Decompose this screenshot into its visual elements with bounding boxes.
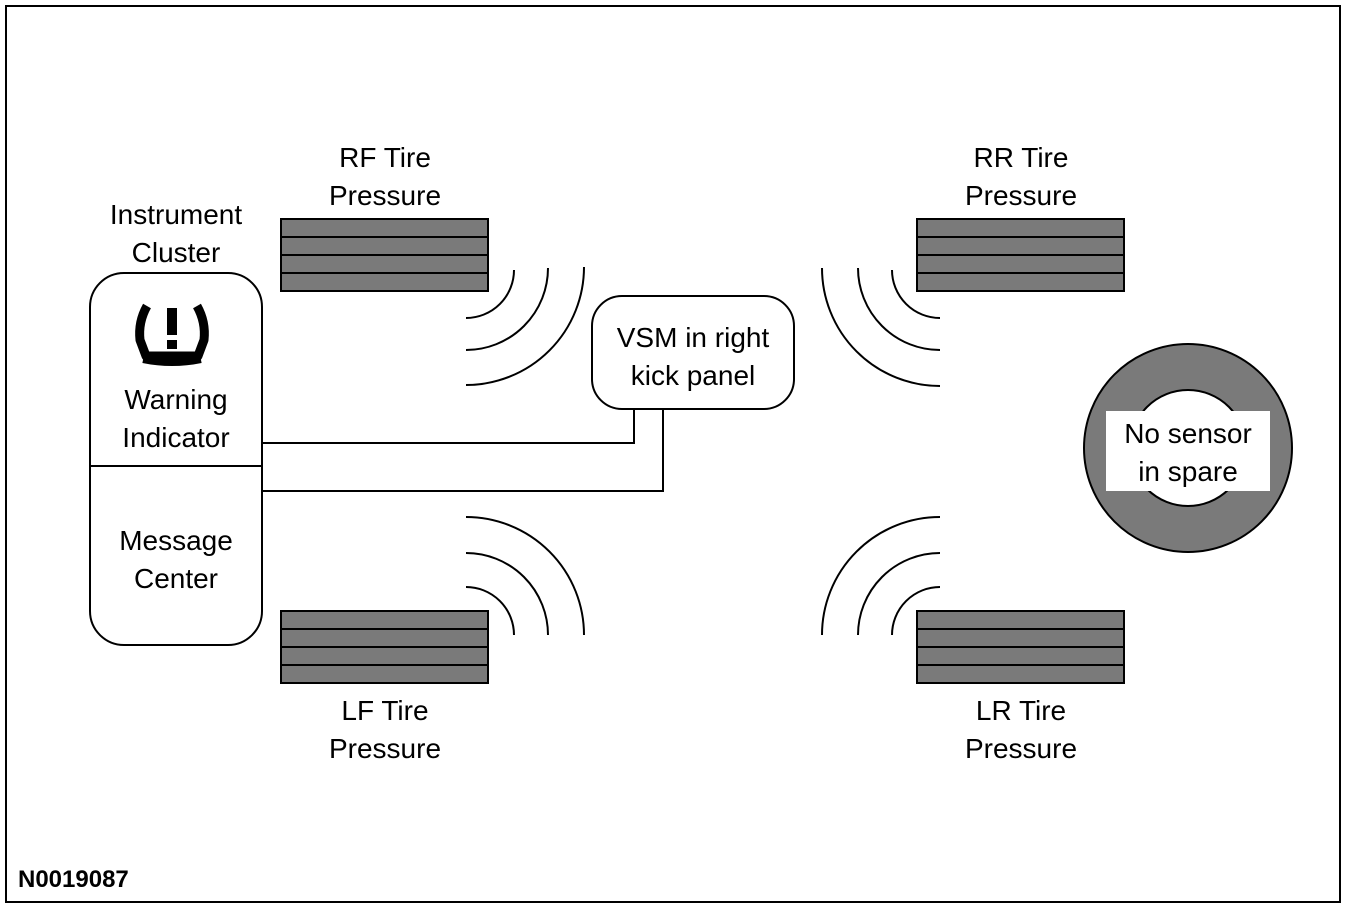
rf-tire-label-line1: RF Tire: [339, 142, 431, 173]
vsm-label-line2: kick panel: [630, 360, 756, 391]
lr-tire: [916, 610, 1125, 684]
lr-tire-label: LR Tire Pressure: [916, 692, 1126, 768]
lf-tire: [280, 610, 489, 684]
spare-label-line1: No sensor: [1124, 418, 1252, 449]
vsm-label: VSM in right kick panel: [592, 319, 794, 395]
message-center-label: Message Center: [90, 522, 262, 598]
lr-tire-label-line2: Pressure: [964, 733, 1078, 764]
rr-signal-waves: [821, 267, 941, 387]
vsm-box: [591, 295, 795, 410]
rf-tire-label-line2: Pressure: [328, 180, 442, 211]
warning-indicator-wire: [262, 409, 635, 444]
rf-tire-label: RF Tire Pressure: [280, 139, 490, 215]
rf-signal-waves: [465, 266, 585, 386]
rr-tire: [916, 218, 1125, 292]
message-center-label-line2: Center: [133, 563, 219, 594]
rr-tire-label-line2: Pressure: [964, 180, 1078, 211]
message-center-label-line1: Message: [119, 525, 233, 556]
rf-tire: [280, 218, 489, 292]
instrument-cluster-label-line2: Cluster: [131, 237, 221, 268]
spare-label-line2: in spare: [1138, 456, 1238, 487]
diagram-frame: [5, 5, 1341, 903]
warning-indicator-label-line1: Warning: [124, 384, 228, 415]
warning-indicator-label: Warning Indicator: [90, 381, 262, 457]
spare-label: No sensor in spare: [1106, 415, 1270, 491]
figure-id: N0019087: [18, 866, 129, 893]
lf-signal-waves: [465, 516, 585, 636]
warning-indicator-label-line2: Indicator: [122, 422, 230, 453]
vsm-label-line1: VSM in right: [616, 322, 770, 353]
instrument-cluster-label: Instrument Cluster: [88, 196, 264, 272]
rr-tire-label: RR Tire Pressure: [916, 139, 1126, 215]
lf-tire-label-line1: LF Tire: [341, 695, 429, 726]
instrument-cluster-box: [89, 272, 263, 646]
lr-tire-label-line1: LR Tire: [975, 695, 1067, 726]
lr-signal-waves: [821, 516, 941, 636]
tire-pressure-warning-icon: [135, 303, 209, 366]
lf-tire-label-line2: Pressure: [328, 733, 442, 764]
lf-tire-label: LF Tire Pressure: [280, 692, 490, 768]
rr-tire-label-line1: RR Tire: [973, 142, 1069, 173]
spare-label-background: [1106, 411, 1270, 491]
message-center-wire: [262, 409, 664, 492]
instrument-cluster-label-line1: Instrument: [109, 199, 243, 230]
